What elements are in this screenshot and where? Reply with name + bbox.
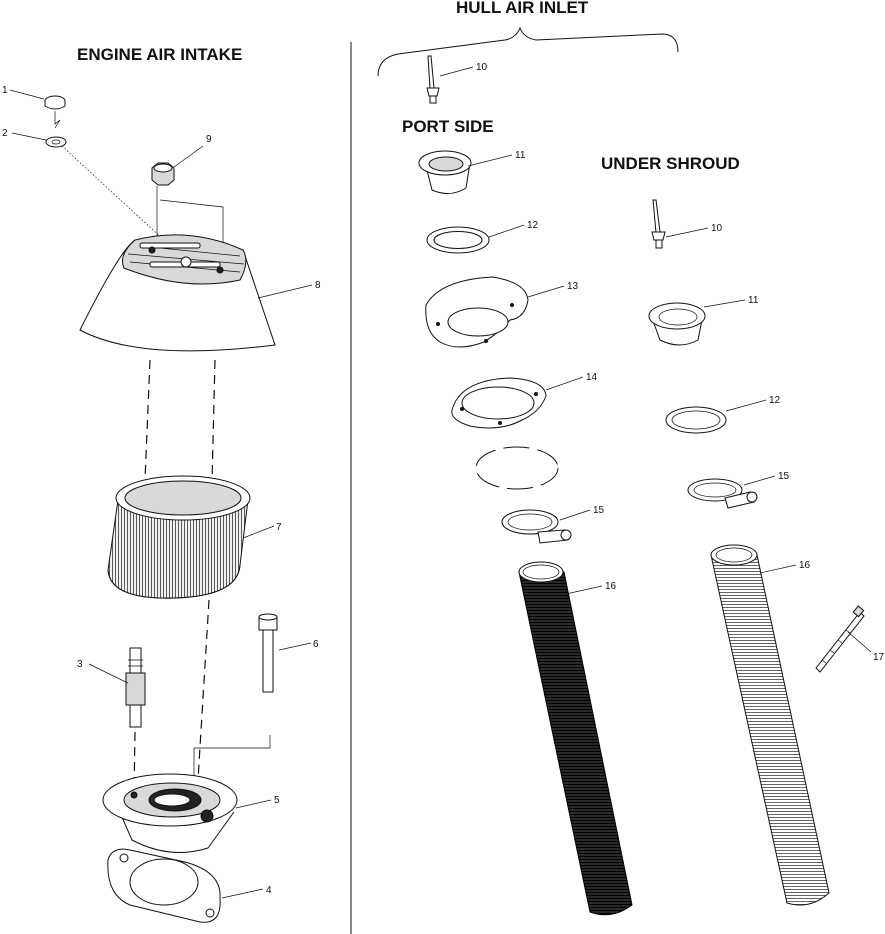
heading-port-side: PORT SIDE bbox=[402, 117, 494, 136]
leader-p10 bbox=[439, 66, 474, 77]
leader-u15 bbox=[743, 475, 776, 486]
part-13-plate-port bbox=[425, 276, 529, 348]
leader-9 bbox=[173, 145, 204, 168]
part-17-cable-tie bbox=[815, 605, 865, 673]
callout-p13: 13 bbox=[567, 281, 579, 292]
part-14-gasket-port bbox=[451, 377, 547, 429]
leader-u11 bbox=[703, 299, 746, 308]
leader-6 bbox=[278, 642, 312, 651]
leader-1 bbox=[9, 89, 45, 100]
heading-under-shroud: UNDER SHROUD bbox=[601, 154, 740, 173]
part-3-fitting bbox=[125, 647, 146, 728]
part-12-ring-port bbox=[426, 226, 490, 254]
leader-7 bbox=[242, 525, 275, 539]
assembly-bracket-bolt bbox=[193, 735, 271, 790]
part-12-ring-shroud bbox=[665, 406, 727, 434]
callout-1: 1 bbox=[2, 85, 8, 96]
leader-u17 bbox=[847, 631, 872, 653]
leader-p16 bbox=[565, 585, 603, 595]
leader-p15 bbox=[559, 509, 591, 521]
callout-6: 6 bbox=[313, 639, 319, 650]
heading-engine-air-intake: ENGINE AIR INTAKE bbox=[77, 45, 242, 64]
part-16-hose-shroud bbox=[710, 544, 830, 906]
part-15-clamp-shroud bbox=[687, 478, 758, 509]
hull-air-inlet-brace bbox=[377, 26, 679, 77]
leader-3 bbox=[88, 663, 129, 684]
leader-p11 bbox=[467, 154, 513, 167]
part-9-nut bbox=[151, 162, 175, 186]
part-4-gasket bbox=[107, 848, 221, 923]
part-2-washer bbox=[45, 136, 67, 148]
callout-u12: 12 bbox=[769, 395, 781, 406]
leader-5 bbox=[235, 799, 272, 809]
leader-u16 bbox=[759, 564, 797, 574]
part-5-base bbox=[102, 773, 238, 853]
part-6-stud-bolt bbox=[258, 613, 278, 693]
leader-2 bbox=[11, 132, 47, 141]
callout-u10: 10 bbox=[711, 223, 723, 234]
callout-u16: 16 bbox=[799, 560, 811, 571]
leader-u12 bbox=[725, 399, 767, 412]
callout-u17: 17 bbox=[873, 652, 885, 663]
callout-8: 8 bbox=[315, 280, 321, 291]
leader-p14 bbox=[545, 376, 584, 391]
assembly-line-base bbox=[197, 599, 210, 781]
callout-p10: 10 bbox=[476, 62, 488, 73]
callout-p16: 16 bbox=[605, 581, 617, 592]
callout-p11: 11 bbox=[515, 150, 526, 161]
part-8-cover bbox=[79, 234, 276, 352]
callout-u15: 15 bbox=[778, 471, 790, 482]
assembly-line-left bbox=[144, 359, 151, 481]
part-1-screw bbox=[44, 95, 66, 129]
part-11-flange-shroud bbox=[648, 302, 706, 346]
callout-5: 5 bbox=[274, 795, 280, 806]
leader-4 bbox=[221, 888, 264, 899]
leader-p12 bbox=[488, 224, 525, 238]
o-ring-port bbox=[475, 446, 559, 490]
callout-2: 2 bbox=[2, 128, 8, 139]
callout-p14: 14 bbox=[586, 372, 598, 383]
part-16-hose-port bbox=[518, 561, 633, 916]
callout-p12: 12 bbox=[527, 220, 539, 231]
callout-4: 4 bbox=[266, 885, 272, 896]
part-10-bolt-shroud bbox=[651, 199, 666, 249]
heading-hull-air-inlet: HULL AIR INLET bbox=[456, 0, 589, 17]
part-15-clamp-port bbox=[501, 509, 572, 544]
callout-p15: 15 bbox=[593, 505, 605, 516]
leader-u10 bbox=[665, 227, 709, 238]
callout-9: 9 bbox=[206, 134, 212, 145]
part-7-air-filter bbox=[107, 475, 251, 599]
assembly-line-right bbox=[211, 359, 216, 483]
callout-u11: 11 bbox=[748, 295, 759, 306]
leader-8 bbox=[257, 284, 313, 299]
leader-p13 bbox=[527, 285, 565, 298]
part-11-flange-port bbox=[418, 150, 472, 194]
callout-3: 3 bbox=[77, 659, 83, 670]
callout-7: 7 bbox=[276, 522, 282, 533]
part-10-bolt-port bbox=[426, 55, 440, 104]
